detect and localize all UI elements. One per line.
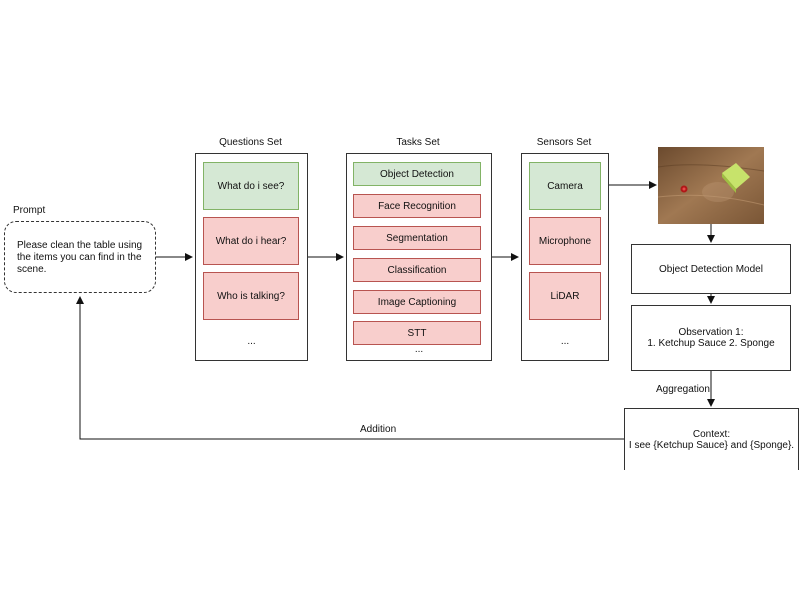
questions-set-panel: What do i see? What do i hear? Who is ta… [195, 153, 308, 361]
sensors-set-title: Sensors Set [536, 137, 592, 148]
task-item-segmentation: Segmentation [353, 226, 481, 250]
sponge-icon [722, 163, 750, 193]
observation-title: Observation 1: [678, 327, 744, 338]
prompt-text: Please clean the table using the items y… [17, 240, 143, 275]
task-item-object-detection: Object Detection [353, 162, 481, 186]
context-title: Context: [692, 428, 731, 440]
tasks-set-panel: Object Detection Face Recognition Segmen… [346, 153, 492, 361]
task-item-image-captioning: Image Captioning [353, 290, 481, 314]
ketchup-icon [680, 185, 688, 193]
task-item-classification: Classification [353, 258, 481, 282]
question-item-who-is-talking: Who is talking? [203, 272, 299, 320]
camera-scene-image [658, 147, 764, 224]
question-item-what-do-i-hear: What do i hear? [203, 217, 299, 265]
sensor-item-lidar: LiDAR [529, 272, 601, 320]
addition-label: Addition [360, 424, 397, 435]
question-item-what-do-i-see: What do i see? [203, 162, 299, 210]
prompt-box: Please clean the table using the items y… [4, 221, 156, 293]
observation-items: 1. Ketchup Sauce 2. Sponge [647, 338, 775, 349]
context-box: Context: I see {Ketchup Sauce} and {Spon… [624, 408, 799, 470]
context-text: I see {Ketchup Sauce} and {Sponge}. [628, 439, 795, 451]
object-detection-model-label: Object Detection Model [659, 263, 763, 275]
prompt-title: Prompt [13, 205, 46, 216]
object-detection-model-box: Object Detection Model [631, 244, 791, 294]
questions-set-title: Questions Set [219, 137, 282, 148]
task-item-face-recognition: Face Recognition [353, 194, 481, 218]
aggregation-label: Aggregation [656, 384, 710, 395]
sensors-ellipsis: ... [560, 336, 570, 347]
tasks-ellipsis: ... [414, 344, 424, 355]
observation-box: Observation 1: 1. Ketchup Sauce 2. Spong… [631, 305, 791, 371]
task-item-stt: STT [353, 321, 481, 345]
questions-ellipsis: ... [247, 336, 256, 347]
sensors-set-panel: Camera Microphone LiDAR ... [521, 153, 609, 361]
arrow-context-to-prompt [76, 296, 624, 440]
tasks-set-title: Tasks Set [396, 137, 440, 148]
sensor-item-microphone: Microphone [529, 217, 601, 265]
sensor-item-camera: Camera [529, 162, 601, 210]
